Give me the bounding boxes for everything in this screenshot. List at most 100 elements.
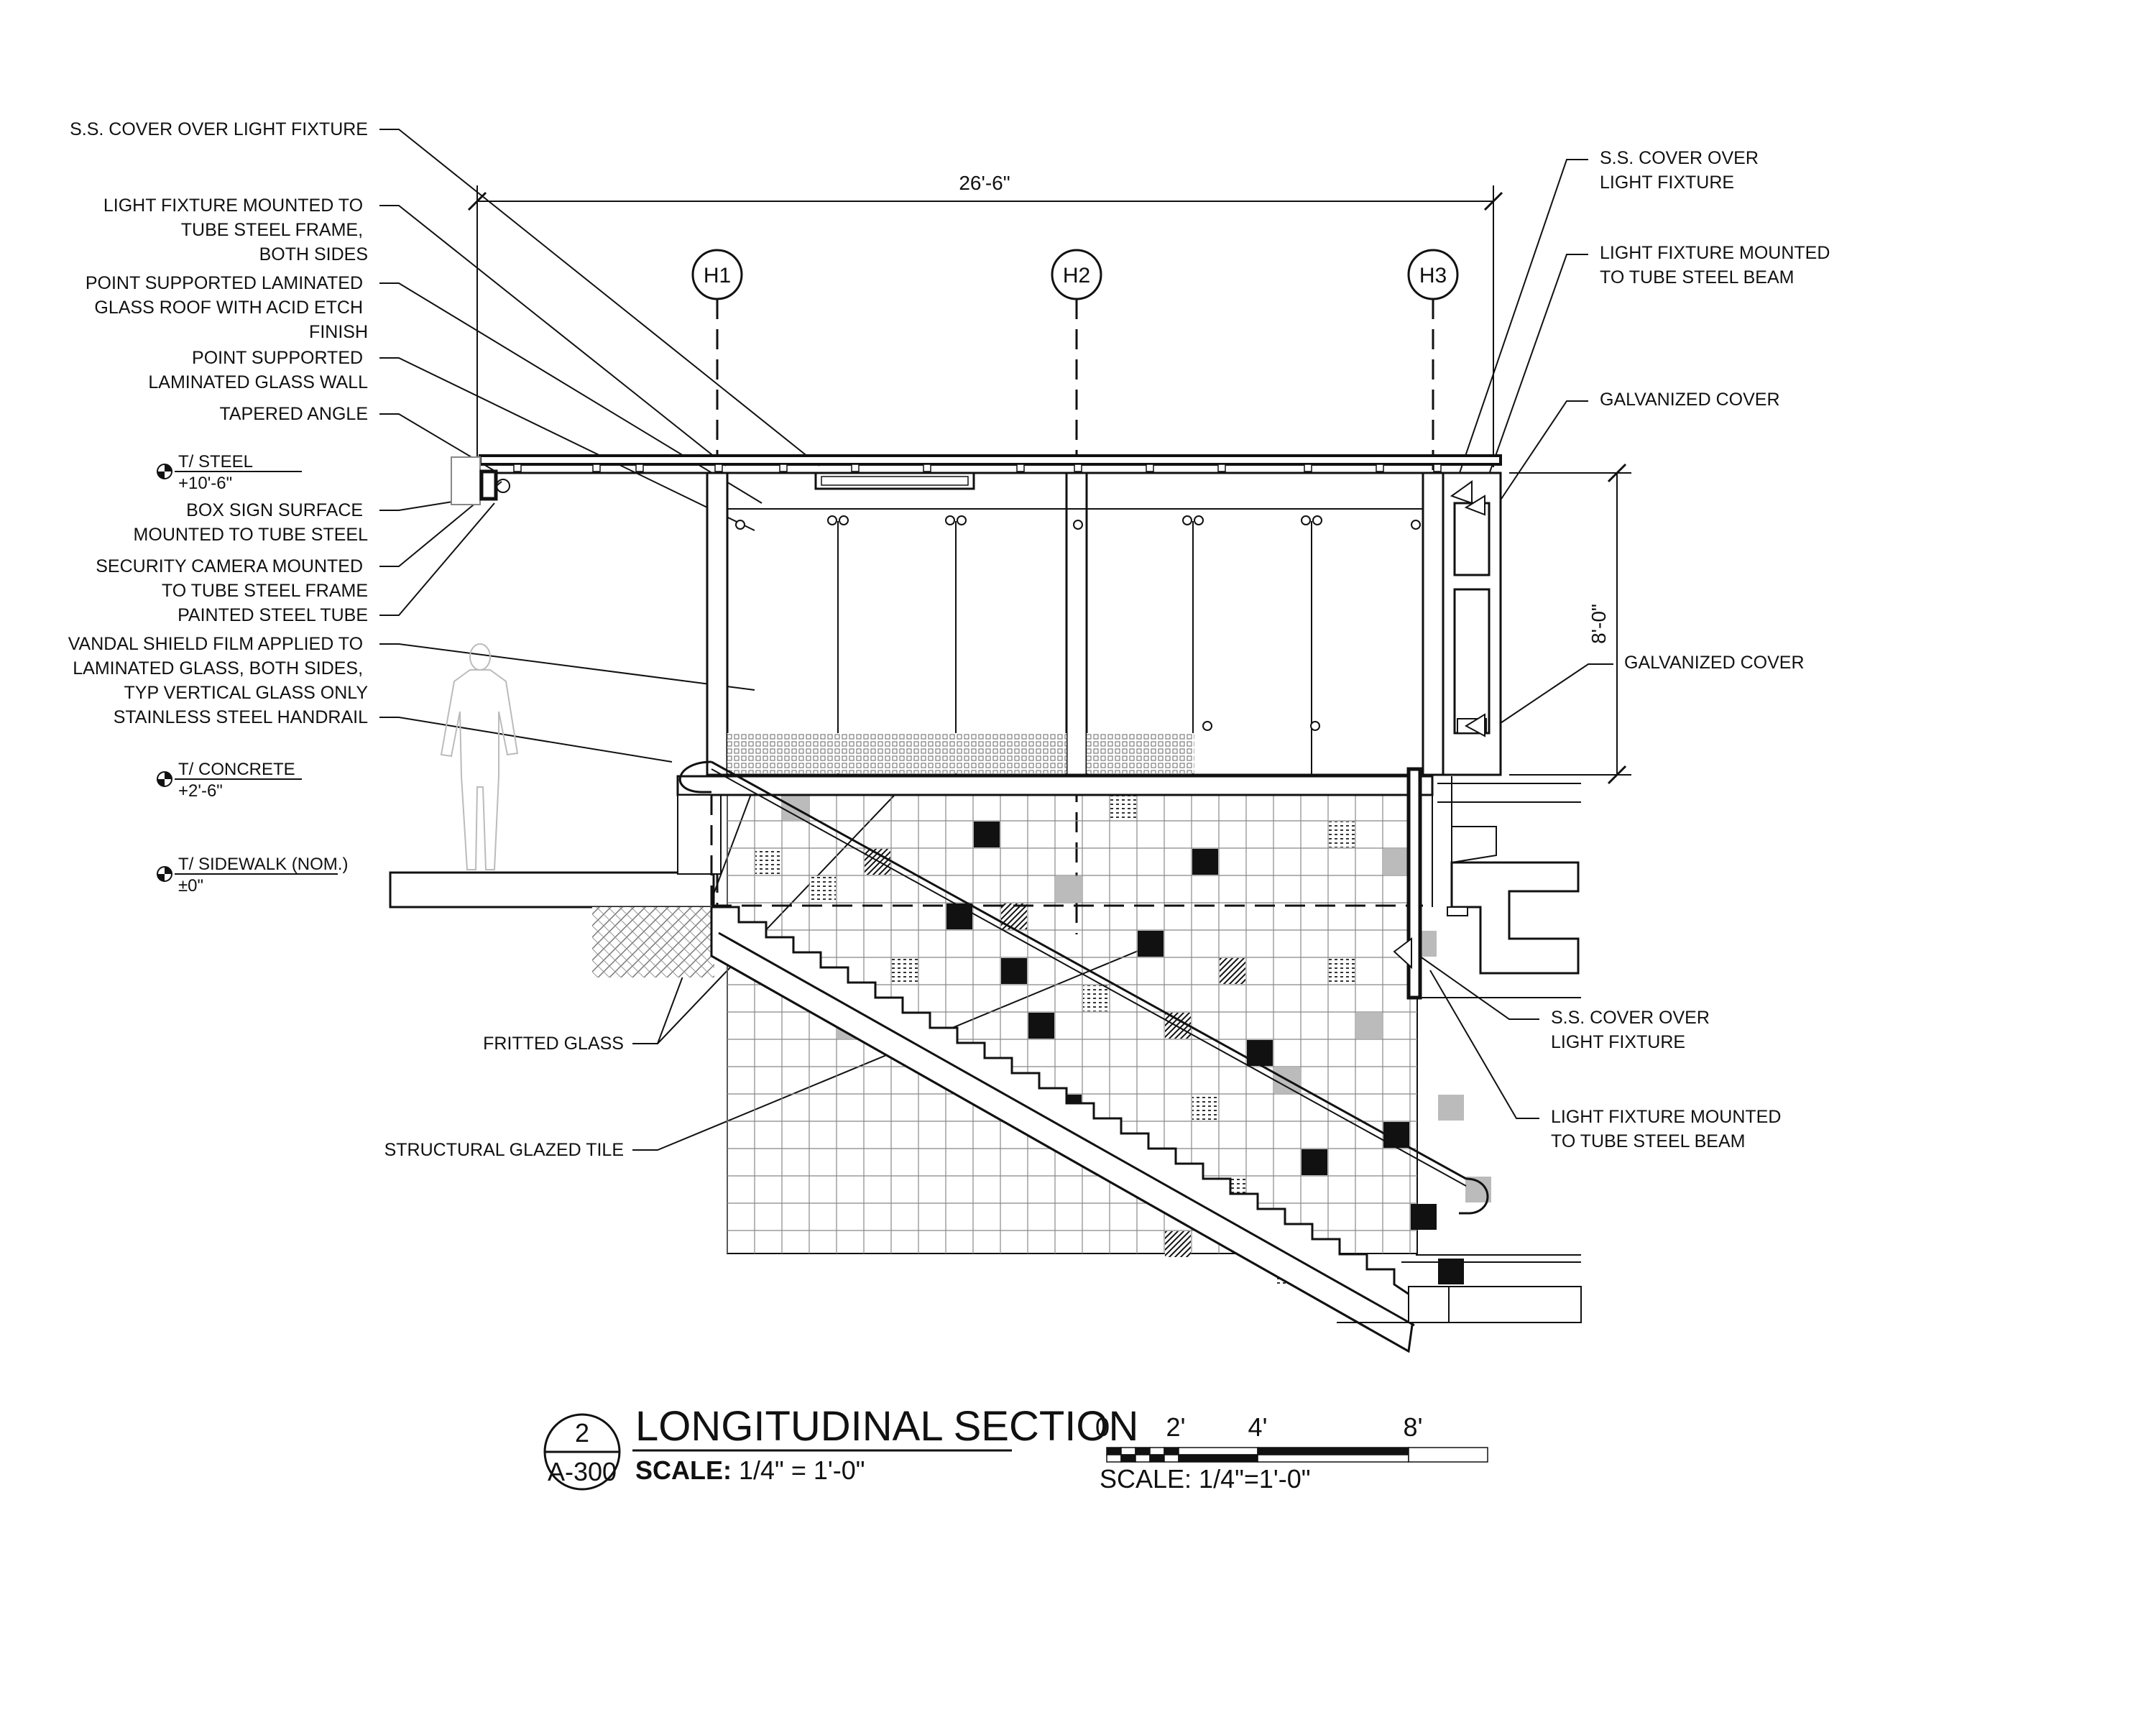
right-annotations: S.S. COVER OVER LIGHT FIXTURE LIGHT FIXT…: [1551, 148, 1835, 1151]
dimension-8-0: 8'-0": [1588, 604, 1610, 644]
label-glass-wall: POINT SUPPORTED LAMINATED GLASS WALL: [148, 348, 368, 392]
elevation-t-sidewalk-value: ±0": [178, 876, 203, 896]
roof-fitting: [513, 464, 522, 472]
roof-point-fittings: [513, 464, 1442, 472]
scale-bar-segments: [1106, 1447, 1488, 1463]
tile-accent: [1438, 1095, 1464, 1121]
scale-bar-segment: [1178, 1454, 1258, 1463]
tile-accent: [1220, 958, 1245, 984]
tile-accent: [1001, 958, 1027, 984]
label-fritted-glass: FRITTED GLASS: [483, 1034, 624, 1054]
graphic-scale-bar: 0 2' 4' 8' SCALE: 1/4"=1'-0": [1095, 1412, 1488, 1494]
dimension-26-6: 26'-6": [959, 172, 1010, 194]
tile-accent: [1302, 1149, 1327, 1175]
overall-length-dimension: 26'-6": [467, 172, 1503, 467]
scale-bar-segment: [1257, 1454, 1409, 1463]
tile-accent: [1192, 1095, 1218, 1121]
glass-fitting: [1301, 515, 1311, 525]
tile-accent: [1411, 1204, 1437, 1230]
scale-tick-8: 8': [1404, 1412, 1423, 1442]
box-sign: [451, 456, 481, 505]
label-security-camera: SECURITY CAMERA MOUNTED TO TUBE STEEL FR…: [96, 556, 368, 601]
post-h2: [1065, 472, 1088, 776]
scale-bar-segment: [1135, 1454, 1151, 1463]
label-tapered-angle: TAPERED ANGLE: [219, 404, 368, 424]
elevation-t-concrete-value: +2'-6": [178, 781, 223, 801]
label-galvanized-cover-top: GALVANIZED COVER: [1600, 390, 1780, 410]
canopy-structure: [451, 454, 1502, 776]
title-block: 2 A-300 LONGITUDINAL SECTION SCALE: 1/4"…: [543, 1403, 1138, 1491]
glass-fitting: [945, 515, 955, 525]
glass-fitting: [735, 520, 745, 530]
scale-bar-segment: [1149, 1447, 1165, 1455]
fritted-glass-band: [727, 733, 1194, 773]
scale-bar-segment: [1164, 1447, 1179, 1455]
tile-accent: [1383, 849, 1409, 875]
drawing-title: LONGITUDINAL SECTION: [635, 1403, 1138, 1450]
svg-text:H3: H3: [1419, 264, 1447, 288]
tile-accent: [1192, 849, 1218, 875]
scale-bar-segment: [1106, 1447, 1122, 1455]
glass-roof: [479, 454, 1502, 466]
tile-accent: [974, 822, 1000, 847]
label-light-fixture-tube-frame: LIGHT FIXTURE MOUNTED TO TUBE STEEL FRAM…: [103, 196, 368, 264]
tile-accent: [1083, 985, 1109, 1011]
scale-tick-2: 2': [1166, 1412, 1186, 1442]
label-light-fixture-beam-bottom: LIGHT FIXTURE MOUNTED TO TUBE STEEL BEAM: [1551, 1107, 1786, 1151]
canopy-height-dimension: 8'-0": [1509, 463, 1631, 785]
ss-cover-light-fixture: [814, 472, 975, 490]
elevation-t-sidewalk: T/ SIDEWALK (NOM.) ±0": [157, 855, 348, 896]
concrete-base: [676, 775, 1434, 907]
glass-fitting: [1182, 515, 1192, 525]
scale-bar-label: SCALE: 1/4"=1'-0": [1100, 1464, 1311, 1494]
right-leader-lines: [1419, 159, 1613, 1119]
tile-accent: [1329, 958, 1355, 984]
tile-accent: [1001, 903, 1027, 929]
tile-accent: [755, 849, 781, 875]
tile-accent: [810, 876, 836, 902]
elevation-t-steel: T/ STEEL +10'-6": [157, 452, 302, 493]
roof-fitting: [1217, 464, 1226, 472]
painted-steel-tube: [479, 469, 498, 501]
scale-bar-segment: [1257, 1447, 1409, 1455]
label-stainless-handrail: STAINLESS STEEL HANDRAIL: [114, 707, 368, 727]
post-h1: [706, 472, 729, 776]
label-box-sign: BOX SIGN SURFACE MOUNTED TO TUBE STEEL: [134, 500, 369, 545]
scale-bar-segment: [1149, 1454, 1165, 1463]
elevation-t-concrete-name: T/ CONCRETE: [178, 760, 295, 779]
tile-accent: [1356, 1013, 1382, 1039]
tile-accent: [892, 958, 918, 984]
detail-number: 2: [575, 1418, 589, 1448]
roof-fitting: [714, 464, 723, 472]
scale-bar-segment: [1408, 1447, 1488, 1463]
tile-accent: [946, 903, 972, 929]
svg-text:H2: H2: [1063, 264, 1090, 288]
glass-fitting: [827, 515, 837, 525]
right-end-light-fixtures: [1442, 472, 1502, 776]
tile-accent: [1165, 1013, 1191, 1039]
sheet-reference: A-300: [548, 1457, 617, 1486]
elevation-markers: T/ STEEL +10'-6" T/ CONCRETE +2'-6" T/ S…: [157, 452, 348, 896]
roof-fitting: [1074, 464, 1082, 472]
roof-fitting: [1376, 464, 1384, 472]
post-h3: [1422, 472, 1445, 776]
security-camera: [496, 479, 510, 493]
roof-fitting: [635, 464, 644, 472]
scale-bar-segment: [1178, 1447, 1258, 1455]
scale-bar-segment: [1120, 1447, 1136, 1455]
tile-accent: [1056, 876, 1082, 902]
tile-accent: [1247, 1040, 1273, 1066]
label-painted-steel-tube: PAINTED STEEL TUBE: [178, 605, 368, 625]
roof-fitting: [779, 464, 788, 472]
scale-bar-segment: [1164, 1454, 1179, 1463]
drawing-scale: SCALE: 1/4" = 1'-0": [635, 1455, 865, 1485]
laminated-glass-wall: [727, 508, 1423, 776]
roof-fitting: [851, 464, 860, 472]
sidewalk: [389, 871, 715, 978]
label-light-fixture-beam-top: LIGHT FIXTURE MOUNTED TO TUBE STEEL BEAM: [1600, 243, 1835, 288]
human-scale-figure: [440, 643, 519, 870]
glass-fitting: [1411, 520, 1421, 530]
stainless-steel-handrail: [678, 760, 1489, 1215]
label-ss-cover-right-bottom: S.S. COVER OVER LIGHT FIXTURE: [1551, 1008, 1715, 1052]
glass-fitting: [1310, 721, 1320, 731]
